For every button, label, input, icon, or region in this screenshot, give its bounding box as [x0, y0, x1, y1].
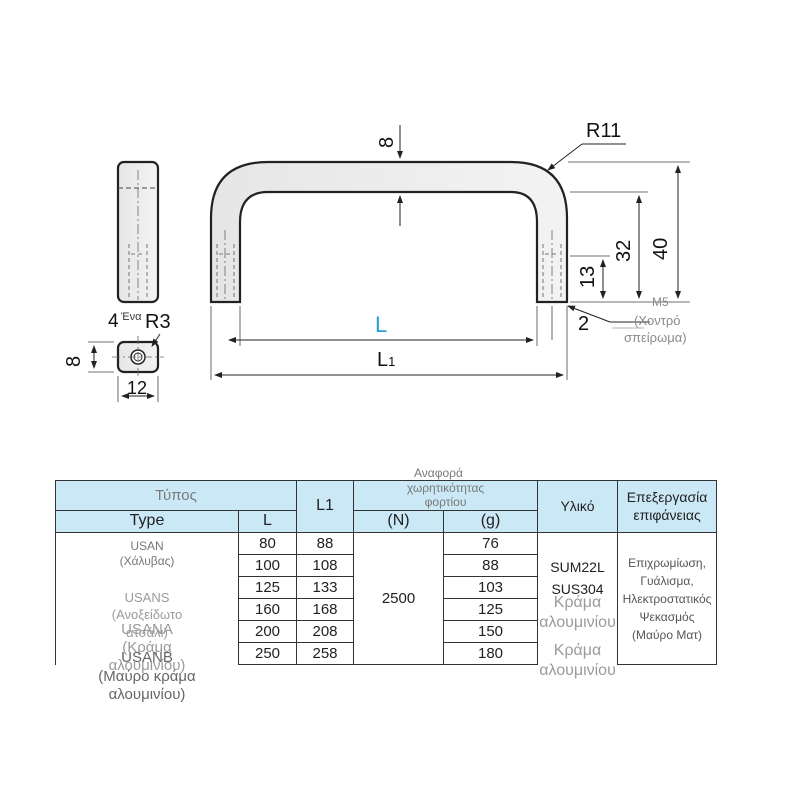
header-type: Type [55, 509, 239, 533]
dim-l-label: L [375, 312, 388, 337]
type-usan-name: USAN [130, 538, 164, 553]
type-usanb-note1: (Μαύρο κράμα [98, 667, 196, 685]
dim-r11-label: R11 [586, 120, 622, 142]
dim-l1-label: L1 [377, 350, 395, 370]
material-cell: SUM22L SUS304 Κράμα αλουμινίου Κράμα αλο… [537, 531, 619, 679]
material-list: SUM22L SUS304 Κράμα αλουμινίου Κράμα αλο… [538, 533, 617, 679]
front-view [209, 125, 690, 380]
dim-8-side-label: 8 [63, 355, 85, 367]
dim-12-label: 12 [127, 378, 148, 398]
type-usans-note1: (Ανοξείδωτο [111, 607, 183, 623]
header-types-gr: Τύπος [55, 480, 297, 511]
header-surface-line1: Επεξεργασία [626, 489, 708, 506]
cell-g: 150 [442, 620, 539, 644]
type-usana-note1: (Κράμα [122, 638, 172, 656]
type-usana-note2: αλουμινίου) [108, 656, 186, 674]
cell-g: 76 [442, 531, 539, 555]
type-usana-name: USANA [121, 620, 173, 638]
header-g: (g) [442, 509, 539, 533]
header-load-line2: χωρητικότητας [406, 481, 485, 495]
dim-l1-letter: L [377, 349, 389, 371]
type-usana: USANA (Κράμα αλουμινίου) [56, 621, 238, 675]
type-usanb-name: USANB [121, 648, 173, 666]
types-list: USAN (Χάλυβας) USANS (Ανοξείδωτο ατσάλι)… [56, 533, 238, 704]
dim-13-label: 13 [577, 265, 599, 288]
dim-l1-subscript: 1 [388, 354, 396, 369]
material-sum22l: SUM22L [550, 558, 605, 575]
header-load: χωρητικότητας φορτίου [352, 480, 539, 511]
type-usanb: USANB (Μαύρο κράμα αλουμινίου) [56, 649, 238, 705]
cell-l: 250 [238, 642, 297, 666]
thread-note-2: σπείρωμα) [624, 330, 687, 345]
dim-4-label: 4 [108, 311, 119, 332]
dim-2-label: 2 [578, 313, 590, 335]
material-alu1-line2: αλουμινίου [539, 613, 616, 631]
cell-g: 180 [442, 642, 539, 666]
table-row: 250 258 180 [56, 642, 717, 666]
cell-l1: 258 [296, 642, 354, 666]
cell-l: 160 [238, 598, 297, 622]
table-row: 125 133 103 [56, 575, 717, 600]
material-sus304: SUS304 [551, 580, 604, 597]
cell-g: 125 [442, 598, 539, 622]
thread-m5-label: M5 [652, 295, 669, 309]
material-alu2: Κράμα αλουμινίου [526, 641, 629, 681]
type-usanb-note2: αλουμινίου) [108, 686, 186, 704]
surface-line2: Γυάλισμα, [640, 573, 694, 588]
dim-r3-label: R3 [145, 311, 171, 333]
type-usans-note2: ατσάλι) [126, 624, 168, 640]
dim-8-top-label: 8 [376, 136, 398, 148]
type-usan-note: (Χάλυβας) [119, 553, 175, 568]
material-alu2-line1: Κράμα [553, 641, 602, 659]
surface-line4: Ψεκασμός [639, 609, 695, 624]
material-alu1-line1: Κράμα [553, 593, 602, 611]
header-surface: Επεξεργασία επιφάνειας [617, 480, 718, 533]
material-alu1: Κράμα αλουμινίου [526, 593, 629, 633]
cell-l: 100 [238, 553, 297, 577]
cell-l1: 133 [296, 575, 354, 600]
types-cell: USAN (Χάλυβας) USANS (Ανοξείδωτο ατσάλι)… [55, 531, 239, 704]
cell-l1: 168 [296, 598, 354, 622]
type-usans: USANS (Ανοξείδωτο ατσάλι) [56, 589, 238, 642]
thread-note-1: (Χοντρό [634, 313, 681, 328]
material-alu2-line2: αλουμινίου [539, 661, 616, 679]
cell-l: 80 [238, 531, 297, 555]
header-n: (N) [353, 509, 444, 533]
cell-l1: 208 [296, 620, 354, 644]
dim-32-label: 32 [613, 239, 635, 262]
table-row: USAN (Χάλυβας) USANS (Ανοξείδωτο ατσάλι)… [55, 531, 718, 703]
surface-line1: Επιχρωμίωση, [628, 555, 706, 570]
dim-4-word: Ένα [121, 311, 142, 323]
surface-line3: Ηλεκτροστατικός [622, 591, 712, 606]
side-view [116, 160, 160, 304]
cell-l1: 108 [296, 553, 354, 577]
type-usans-name: USANS [124, 589, 170, 605]
cell-load: 2500 [353, 531, 444, 666]
type-usan: USAN (Χάλυβας) [56, 539, 238, 569]
cell-l: 200 [238, 620, 297, 644]
header-l: L [238, 509, 297, 533]
surface-line5: (Μαύρο Ματ) [632, 627, 703, 642]
cell-l1: 88 [296, 531, 354, 555]
cell-g: 103 [442, 575, 539, 600]
header-l1: L1 [296, 480, 354, 533]
cell-g: 88 [442, 553, 539, 577]
cell-l: 125 [238, 575, 297, 600]
technical-drawing [88, 125, 690, 402]
header-load-line3: φορτίου [424, 495, 467, 510]
end-view [88, 333, 164, 402]
header-material: Υλικό [537, 480, 619, 533]
surface-cell: Επιχρωμίωση, Γυάλισμα, Ηλεκτροστατικός Ψ… [617, 531, 718, 666]
table-row: 100 108 88 [56, 553, 717, 577]
spec-table: Τύπος L1 χωρητικότητας φορτίου Υλικό Επε… [55, 480, 718, 703]
table-row: 200 208 150 [56, 620, 717, 644]
dim-40-label: 40 [650, 237, 672, 260]
header-surface-line2: επιφάνειας [633, 507, 701, 524]
load-header-line1: Αναφορά [414, 466, 463, 480]
